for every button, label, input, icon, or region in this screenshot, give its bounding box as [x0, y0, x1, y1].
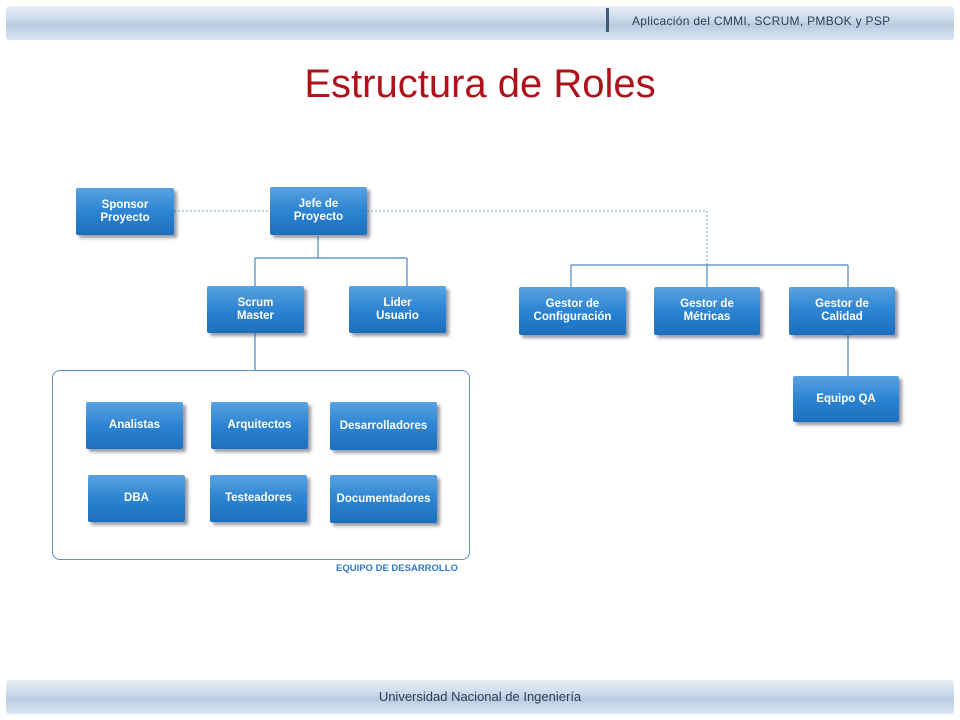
node-label: Testeadores — [225, 492, 292, 504]
node-jefe-proyecto: Jefe de Proyecto — [270, 187, 367, 235]
node-dba: DBA — [88, 475, 185, 522]
footer-text: Universidad Nacional de Ingeniería — [378, 689, 582, 704]
footer-band — [6, 680, 954, 714]
node-label: Arquitectos — [227, 419, 292, 431]
development-team-label: EQUIPO DE DESARROLLO — [336, 563, 458, 574]
page-title: Estructura de Roles — [304, 62, 656, 106]
node-label: Gestor de Configuración — [533, 298, 612, 323]
node-equipo-qa: Equipo QA — [793, 376, 899, 422]
node-label: Documentadores — [336, 492, 431, 505]
header-separator — [606, 8, 609, 32]
node-label: Lider Usuario — [376, 296, 419, 322]
node-label: Jefe de Proyecto — [293, 198, 344, 223]
header-text: Aplicación del CMMI, SCRUM, PMBOK y PSP — [632, 14, 891, 28]
node-desarrolladores: Desarrolladores — [330, 402, 437, 450]
node-label: Scrum Master — [236, 296, 275, 322]
node-analistas: Analistas — [86, 402, 183, 449]
node-arquitectos: Arquitectos — [211, 402, 308, 449]
node-label: Desarrolladores — [339, 419, 428, 432]
node-label: Analistas — [108, 419, 161, 431]
node-scrum-master: Scrum Master — [207, 286, 304, 333]
node-label: Gestor de Calidad — [815, 298, 869, 323]
node-gestor-calidad: Gestor de Calidad — [789, 287, 895, 335]
node-documentadores: Documentadores — [330, 475, 437, 523]
node-sponsor-proyecto: Sponsor Proyecto — [76, 188, 174, 235]
development-team-frame — [52, 370, 470, 560]
node-label: DBA — [124, 492, 149, 504]
node-gestor-configuracion: Gestor de Configuración — [519, 287, 626, 335]
node-label: Sponsor Proyecto — [100, 198, 150, 224]
node-label: Equipo QA — [816, 392, 876, 405]
node-gestor-metricas: Gestor de Métricas — [654, 287, 760, 335]
node-lider-usuario: Lider Usuario — [349, 286, 446, 333]
header-band — [6, 6, 954, 40]
node-label: Gestor de Métricas — [680, 298, 734, 323]
node-testeadores: Testeadores — [210, 475, 307, 522]
